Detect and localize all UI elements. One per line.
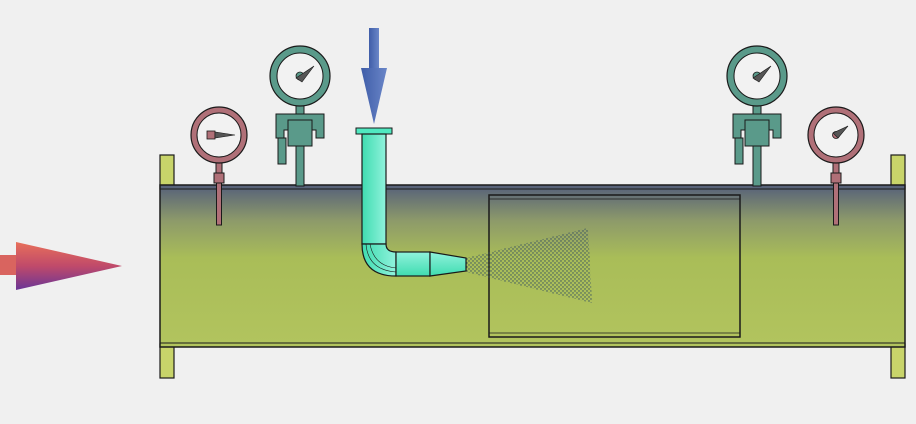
pressure-gauge-right-red xyxy=(807,106,865,226)
feed-arrow xyxy=(361,28,387,124)
pressure-gauge-left-green xyxy=(269,45,331,187)
pressure-gauge-right-green xyxy=(726,45,788,187)
inlet-flow-arrow xyxy=(0,242,122,290)
spray-cone xyxy=(466,228,592,303)
right-flange xyxy=(890,154,906,379)
elbow-spray-nozzle xyxy=(355,127,467,277)
pressure-gauge-left-red xyxy=(190,106,248,226)
